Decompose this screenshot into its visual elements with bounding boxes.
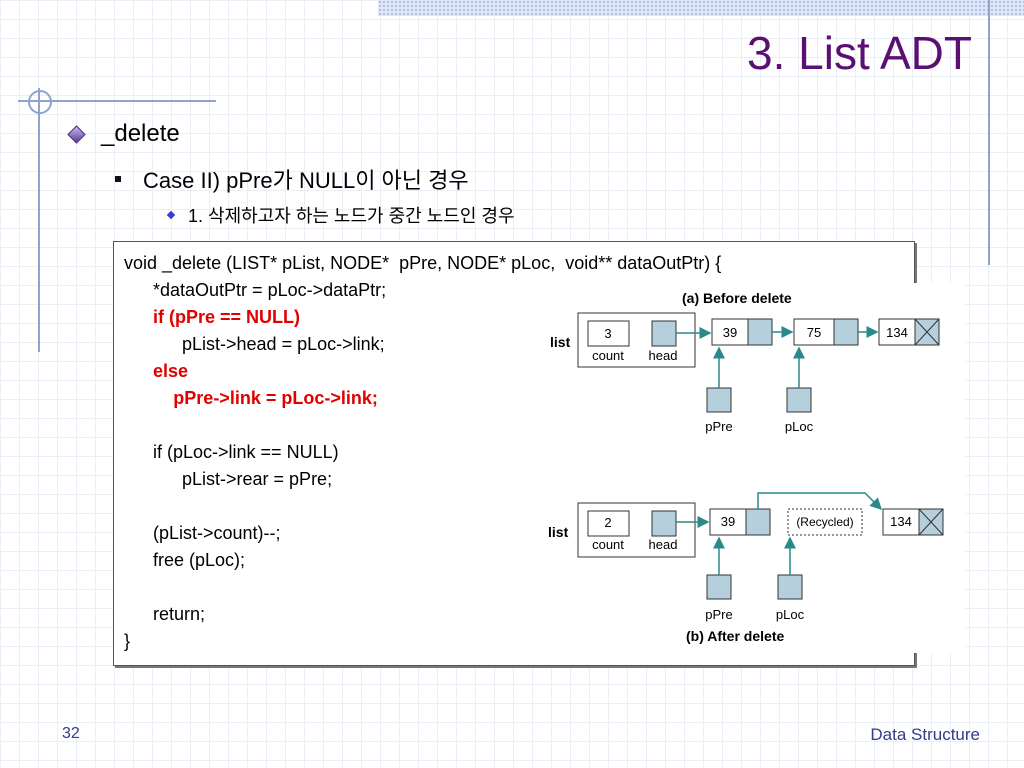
top-decor-strip bbox=[378, 0, 1024, 16]
count-box-before bbox=[587, 320, 630, 347]
code-line: free (pLoc); bbox=[153, 550, 246, 570]
node1-data-before bbox=[711, 318, 749, 346]
code-line: (pList->count)--; bbox=[153, 523, 281, 543]
node3-data-after bbox=[882, 508, 920, 536]
code-line: } bbox=[124, 631, 131, 651]
square-bullet-icon bbox=[115, 176, 121, 182]
after-caption: (b) After delete bbox=[686, 628, 784, 644]
node1-data-after bbox=[709, 508, 747, 536]
node1-link-after bbox=[745, 508, 771, 536]
node1-value-after: 39 bbox=[721, 514, 735, 529]
decor-circle bbox=[28, 90, 52, 114]
node3-value-before: 134 bbox=[886, 325, 908, 340]
code-line: pList->rear = pPre; bbox=[182, 469, 333, 489]
code-line: if (pPre == NULL) bbox=[153, 307, 301, 327]
left-decor-hline bbox=[18, 100, 216, 102]
recycled-label: (Recycled) bbox=[796, 515, 853, 529]
code-line: *dataOutPtr = pLoc->dataPtr; bbox=[153, 280, 387, 300]
diamond-bullet-icon bbox=[67, 124, 86, 144]
bullet-level2: Case II) pPre가 NULL이 아닌 경우 bbox=[115, 163, 469, 195]
bullet-level2-text: Case II) pPre가 NULL이 아닌 경우 bbox=[143, 168, 469, 193]
ppre-box-after bbox=[706, 574, 732, 600]
code-line: pList->head = pLoc->link; bbox=[182, 334, 385, 354]
node3-data-before bbox=[878, 318, 916, 346]
bullet-level1: _delete bbox=[67, 120, 180, 148]
footer-title: Data Structure bbox=[870, 725, 980, 744]
bullet-level3: 1. 삭제하고자 하는 노드가 중간 노드인 경우 bbox=[166, 202, 515, 228]
ppre-label-after: pPre bbox=[705, 607, 732, 622]
ploc-box-before bbox=[786, 387, 812, 413]
count-value-after: 2 bbox=[604, 515, 611, 530]
node1-link-before bbox=[747, 318, 773, 346]
ploc-label-after: pLoc bbox=[776, 607, 805, 622]
null-cross-before-2 bbox=[914, 318, 940, 346]
node3-value-after: 134 bbox=[890, 514, 912, 529]
left-decor-vline bbox=[38, 88, 40, 352]
ploc-label-before: pLoc bbox=[785, 419, 814, 434]
count-value-before: 3 bbox=[604, 326, 611, 341]
ploc-box-after bbox=[777, 574, 803, 600]
code-line: else bbox=[153, 361, 189, 381]
count-label-after: count bbox=[592, 537, 624, 552]
code-line: pPre->link = pLoc->link; bbox=[173, 388, 378, 408]
slide-title: 3. List ADT bbox=[747, 27, 972, 79]
arrow-node1-to-node3-after bbox=[757, 492, 883, 511]
node2-link-before bbox=[833, 318, 859, 346]
ppre-label-before: pPre bbox=[705, 419, 732, 434]
node2-value-before: 75 bbox=[807, 325, 821, 340]
small-diamond-bullet-icon bbox=[166, 210, 176, 220]
code-line: void _delete (LIST* pList, NODE* pPre, N… bbox=[124, 253, 722, 273]
code-line: if (pLoc->link == NULL) bbox=[153, 442, 339, 462]
code-listing: void _delete (LIST* pList, NODE* pPre, N… bbox=[124, 250, 721, 655]
ppre-box-before bbox=[706, 387, 732, 413]
node1-value-before: 39 bbox=[723, 325, 737, 340]
before-caption: (a) Before delete bbox=[682, 290, 792, 306]
bullet-level3-text: 1. 삭제하고자 하는 노드가 중간 노드인 경우 bbox=[188, 206, 515, 226]
head-box-after bbox=[651, 510, 677, 537]
page-number: 32 bbox=[62, 725, 80, 742]
head-label-after: head bbox=[649, 537, 678, 552]
list-label-before: list bbox=[550, 334, 571, 350]
bullet-level1-text: _delete bbox=[101, 120, 180, 147]
right-decor-line bbox=[988, 0, 990, 265]
count-box-after bbox=[587, 510, 630, 537]
count-label-before: count bbox=[592, 348, 624, 363]
head-label-before: head bbox=[649, 348, 678, 363]
recycled-node-after bbox=[787, 508, 863, 536]
null-cross-after-2 bbox=[918, 508, 944, 536]
linked-list-figure: (a) Before delete list 3 count head 39 7… bbox=[545, 283, 965, 653]
code-line: return; bbox=[153, 604, 206, 624]
head-box-before bbox=[651, 320, 677, 347]
list-label-after: list bbox=[548, 524, 569, 540]
